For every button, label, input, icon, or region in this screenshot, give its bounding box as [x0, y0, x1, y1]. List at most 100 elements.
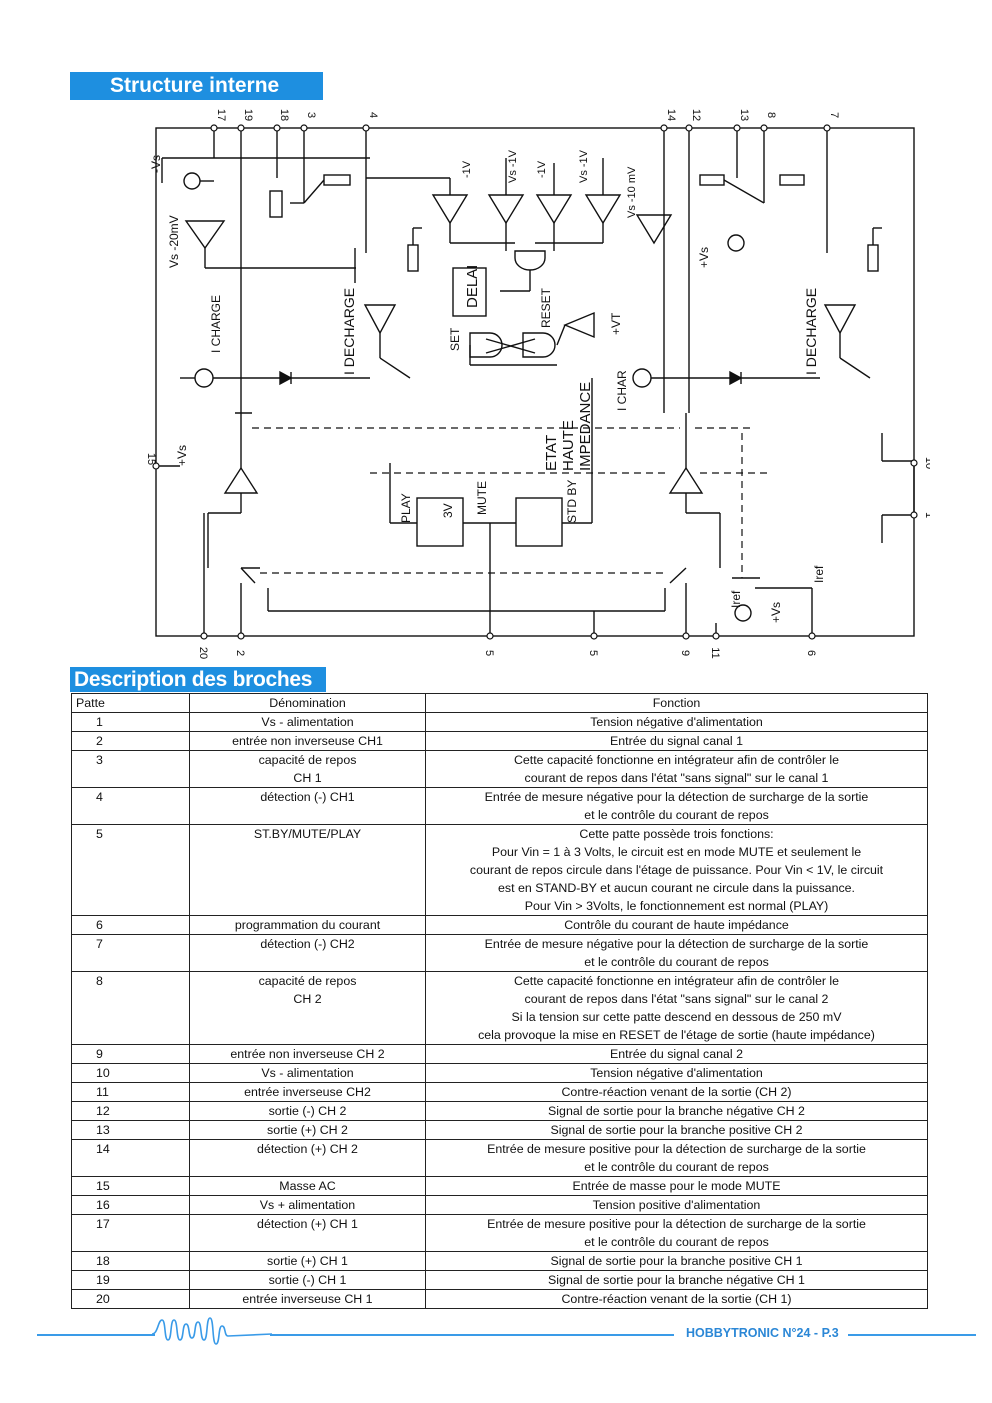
pin-label-top: 14 — [665, 109, 677, 121]
footer-line-left — [37, 1334, 155, 1336]
pin-cell: 4 — [71, 787, 190, 825]
footer-line-right — [848, 1334, 976, 1336]
name-cell-line: capacité de repos — [258, 974, 357, 988]
pin-label-bottom: 5 — [587, 650, 599, 656]
pin-cell: 1 — [71, 712, 190, 732]
function-cell-line: Entrée de mesure négative pour la détect… — [484, 937, 869, 951]
label-vs-ref: +Vs — [769, 602, 783, 623]
label-haute: HAUTE — [560, 420, 577, 471]
function-cell: Contre-réaction venant de la sortie (CH … — [425, 1082, 928, 1102]
function-cell-line: Entrée du signal canal 1 — [610, 734, 743, 748]
function-cell-line: Entrée du signal canal 2 — [610, 1047, 743, 1061]
pin-cell: 5 — [71, 824, 190, 916]
name-cell: détection (+) CH 2 — [189, 1139, 426, 1177]
pin-label-bottom: 5 — [483, 650, 495, 656]
label-i-char: I CHAR — [615, 370, 629, 411]
label-vs-20mv: Vs -20mV — [167, 215, 181, 268]
structure-interne-title: Structure interne — [70, 72, 323, 100]
name-cell: ST.BY/MUTE/PLAY — [189, 824, 426, 916]
label-vs-10: Vs -10 mV — [626, 166, 638, 218]
label-vs-neg: -Vs — [149, 155, 163, 173]
table-row: 2 entrée non inverseuse CH1 Entrée du sign… — [71, 731, 928, 751]
label-vs-mid: Vs -1V — [507, 149, 519, 183]
name-cell-line: ST.BY/MUTE/PLAY — [253, 827, 362, 841]
label-play: PLAY — [399, 493, 413, 523]
name-cell-line: entrée inverseuse CH2 — [244, 1085, 371, 1099]
name-cell-line: détection (-) CH2 — [260, 937, 355, 951]
function-cell-line: Signal de sortie pour la branche négativ… — [548, 1273, 805, 1287]
function-cell-line: Pour Vin = 1 à 3 Volts, le circuit est e… — [491, 845, 862, 859]
pin-label-bottom: 20 — [197, 647, 209, 659]
name-cell: sortie (+) CH 1 — [189, 1251, 426, 1271]
pin-label-bottom: 2 — [234, 650, 246, 656]
pin-cell: 6 — [71, 915, 190, 935]
function-cell: Tension positive d'alimentation — [425, 1195, 928, 1215]
function-cell: Contre-réaction venant de la sortie (CH … — [425, 1289, 928, 1309]
pin-cell: 7 — [71, 934, 190, 972]
pin-label-top: 3 — [305, 112, 317, 118]
pin-label-side: 15 — [145, 453, 157, 465]
function-cell-line: Pour Vin > 3Volts, le fonctionnement est… — [524, 899, 829, 913]
header-fonction: Fonction — [425, 693, 928, 713]
label-mute: MUTE — [475, 481, 489, 515]
table-body: 1 Vs - alimentation Tension négative d'ali… — [71, 712, 928, 1309]
name-cell-line: Vs - alimentation — [261, 1066, 354, 1080]
table-row: 12 sortie (-) CH 2 Signal de sortie pour l… — [71, 1101, 928, 1121]
name-cell-line: entrée inverseuse CH 1 — [242, 1292, 373, 1306]
name-cell-line: entrée non inverseuse CH1 — [232, 734, 383, 748]
function-cell-line: Entrée de mesure négative pour la détect… — [484, 790, 869, 804]
label-std-by: STD BY — [565, 480, 579, 523]
pin-label-top: 7 — [828, 112, 840, 118]
function-cell-line: Tension négative d'alimentation — [590, 715, 763, 729]
pin-cell: 18 — [71, 1251, 190, 1271]
waveform-icon — [152, 1317, 272, 1345]
name-cell: détection (+) CH 1 — [189, 1214, 426, 1252]
internal-structure-schematic: 17 19 18 3 4 14 12 13 8 7 20 2 5 5 9 11 … — [145, 109, 930, 659]
label-iref2: Iref — [729, 590, 743, 608]
function-cell: Entrée de mesure positive pour la détect… — [425, 1139, 928, 1177]
table-row: 7 détection (-) CH2 Entrée de mesure négat… — [71, 934, 928, 972]
name-cell: entrée non inverseuse CH1 — [189, 731, 426, 751]
play-block — [416, 497, 464, 547]
name-cell-line: sortie (-) CH 2 — [268, 1104, 347, 1118]
function-cell-line: Tension positive d'alimentation — [592, 1198, 761, 1212]
function-cell-line: Contrôle du courant de haute impédance — [564, 918, 789, 932]
function-cell-line: Contre-réaction venant de la sortie (CH … — [561, 1085, 792, 1099]
name-cell: Vs + alimentation — [189, 1195, 426, 1215]
pin-cell: 8 — [71, 971, 190, 1045]
name-cell: sortie (-) CH 1 — [189, 1270, 426, 1290]
pin-cell: 12 — [71, 1101, 190, 1121]
name-cell-line: sortie (+) CH 2 — [267, 1123, 348, 1137]
pin-label-top: 13 — [738, 109, 750, 121]
function-cell-line: Signal de sortie pour la branche positiv… — [550, 1254, 803, 1268]
pin-label-top: 4 — [367, 112, 379, 118]
function-cell-line: Cette capacité fonctionne en intégrateur… — [513, 753, 840, 767]
table-header-row: Patte Dénomination Fonction — [71, 693, 928, 713]
name-cell: Masse AC — [189, 1176, 426, 1196]
pin-cell: 2 — [71, 731, 190, 751]
function-cell: Signal de sortie pour la branche positiv… — [425, 1251, 928, 1271]
function-cell-line: Signal de sortie pour la branche négativ… — [548, 1104, 805, 1118]
name-cell-line: Vs - alimentation — [261, 715, 354, 729]
label-vt: +VT — [609, 312, 623, 335]
label-impedance: IMPEDANCE — [577, 382, 594, 471]
function-cell: Signal de sortie pour la branche positiv… — [425, 1120, 928, 1140]
pin-label-top: 12 — [690, 109, 702, 121]
name-cell: entrée inverseuse CH 1 — [189, 1289, 426, 1309]
standby-block — [515, 497, 563, 547]
label-i-decharge-left: I DECHARGE — [341, 288, 357, 375]
name-cell: sortie (+) CH 2 — [189, 1120, 426, 1140]
pin-label-top: 18 — [278, 109, 290, 121]
function-cell-line: Entrée de mesure positive pour la détect… — [487, 1142, 866, 1156]
label-vs-dec: +Vs — [697, 247, 711, 268]
name-cell-line: détection (+) CH 1 — [257, 1217, 358, 1231]
